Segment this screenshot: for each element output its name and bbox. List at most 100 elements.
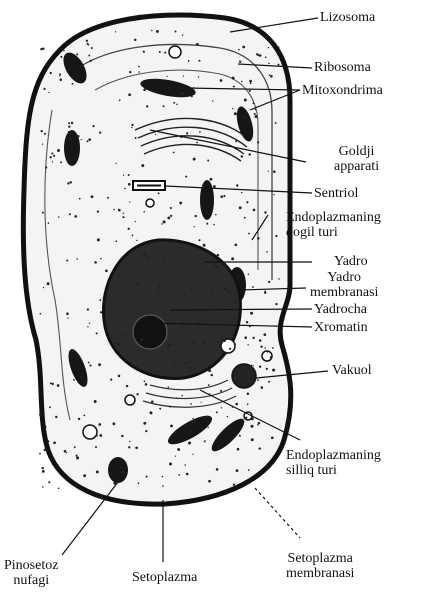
ribosome-dot <box>255 109 257 111</box>
ribosome-dot <box>198 76 200 78</box>
ribosome-dot <box>234 243 237 246</box>
ribosome-dot <box>213 263 215 265</box>
ribosome-dot <box>246 201 248 203</box>
ribosome-dot <box>50 156 52 158</box>
ribosome-dot <box>128 446 130 448</box>
ribosome-dot <box>153 271 155 273</box>
ribosome-dot <box>131 259 133 261</box>
ribosome-dot <box>188 361 189 362</box>
ribosome-dot <box>241 155 243 157</box>
ribosome-dot <box>113 209 115 211</box>
ribosome-dot <box>236 469 239 472</box>
ribosome-dot <box>50 72 52 74</box>
ribosome-dot <box>216 411 218 413</box>
ribosome-dot <box>230 276 233 279</box>
ribosome-dot <box>91 195 94 198</box>
ribosome-dot <box>248 153 250 155</box>
ribosome-dot <box>170 424 173 427</box>
ribosome-dot <box>96 332 98 334</box>
ribosome-dot <box>258 422 261 425</box>
ribosome-dot <box>68 131 70 133</box>
ribosome-dot <box>253 365 254 366</box>
label-setoplazma-membranasi-line1: Setoplazma <box>288 551 353 566</box>
ribosome-dot <box>259 366 261 368</box>
ribosome-dot <box>273 170 276 173</box>
ribosome-dot <box>121 334 124 337</box>
ribosome-dot <box>129 71 131 73</box>
ribosome-dot <box>173 152 175 154</box>
vacuole <box>146 199 154 207</box>
ribosome-dot <box>167 344 170 347</box>
ribosome-dot <box>245 417 247 419</box>
ribosome-dot <box>213 327 215 329</box>
ribosome-dot <box>96 470 99 473</box>
ribosome-dot <box>208 369 211 372</box>
ribosome-dot <box>235 403 238 406</box>
ribosome-dot <box>175 342 177 344</box>
ribosome-dot <box>168 87 170 89</box>
ribosome-dot <box>140 339 143 342</box>
ribosome-dot <box>215 266 217 268</box>
ribosome-dot <box>192 454 193 455</box>
ribosome-dot <box>43 287 44 288</box>
ribosome-dot <box>159 51 161 53</box>
ribosome-dot <box>68 126 70 128</box>
ribosome-dot <box>241 192 242 193</box>
ribosome-dot <box>176 104 178 106</box>
label-vakuol: Vakuol <box>332 363 372 378</box>
ribosome-dot <box>188 367 191 370</box>
ribosome-dot <box>88 44 89 45</box>
ribosome-dot <box>224 340 226 342</box>
ribosome-dot <box>220 79 223 82</box>
ribosome-dot <box>138 66 140 68</box>
ribosome-dot <box>193 341 196 344</box>
ribosome-dot <box>145 292 147 294</box>
ribosome-dot <box>191 356 193 358</box>
ribosome-dot <box>144 253 147 256</box>
ribosome-dot <box>67 182 69 184</box>
ribosome-dot <box>71 122 73 124</box>
ribosome-dot <box>173 94 175 96</box>
ribosome-dot <box>270 356 272 358</box>
ribosome-dot <box>41 130 43 132</box>
ribosome-dot <box>278 64 280 66</box>
ribosome-dot <box>74 446 76 448</box>
ribosome-dot <box>220 195 223 198</box>
label-sentriol: Sentriol <box>314 186 358 201</box>
ribosome-dot <box>132 235 134 237</box>
label-endo-dogil-line2: dogil turi <box>286 225 338 240</box>
ribosome-dot <box>215 214 217 216</box>
ribosome-dot <box>145 383 148 386</box>
ribosome-dot <box>192 418 193 419</box>
ribosome-dot <box>42 212 44 214</box>
ribosome-dot <box>272 369 275 372</box>
ribosome-dot <box>168 374 170 376</box>
ribosome-dot <box>97 210 99 212</box>
ribosome-dot <box>96 435 98 437</box>
ribosome-dot <box>239 61 241 63</box>
ribosome-dot <box>48 222 50 224</box>
ribosome-dot <box>188 60 190 62</box>
vacuole <box>83 425 97 439</box>
ribosome-dot <box>103 297 105 299</box>
ribosome-dot <box>116 342 119 345</box>
ribosome-dot <box>251 365 253 367</box>
vacuole <box>169 46 181 58</box>
ribosome-dot <box>145 430 147 432</box>
ribosome-dot <box>237 448 240 451</box>
ribosome-dot <box>39 413 42 416</box>
ribosome-dot <box>66 260 68 262</box>
ribosome-dot <box>272 347 274 349</box>
ribosome-dot <box>223 195 225 197</box>
ribosome-dot <box>213 224 215 226</box>
ribosome-dot <box>182 34 183 35</box>
ribosome-dot <box>42 470 45 473</box>
ribosome-dot <box>151 401 154 404</box>
ribosome-dot <box>250 82 252 84</box>
ribosome-dot <box>60 161 62 163</box>
ribosome-dot <box>44 133 46 135</box>
ribosome-dot <box>209 350 210 351</box>
ribosome-dot <box>201 258 204 261</box>
ribosome-dot <box>58 216 59 217</box>
